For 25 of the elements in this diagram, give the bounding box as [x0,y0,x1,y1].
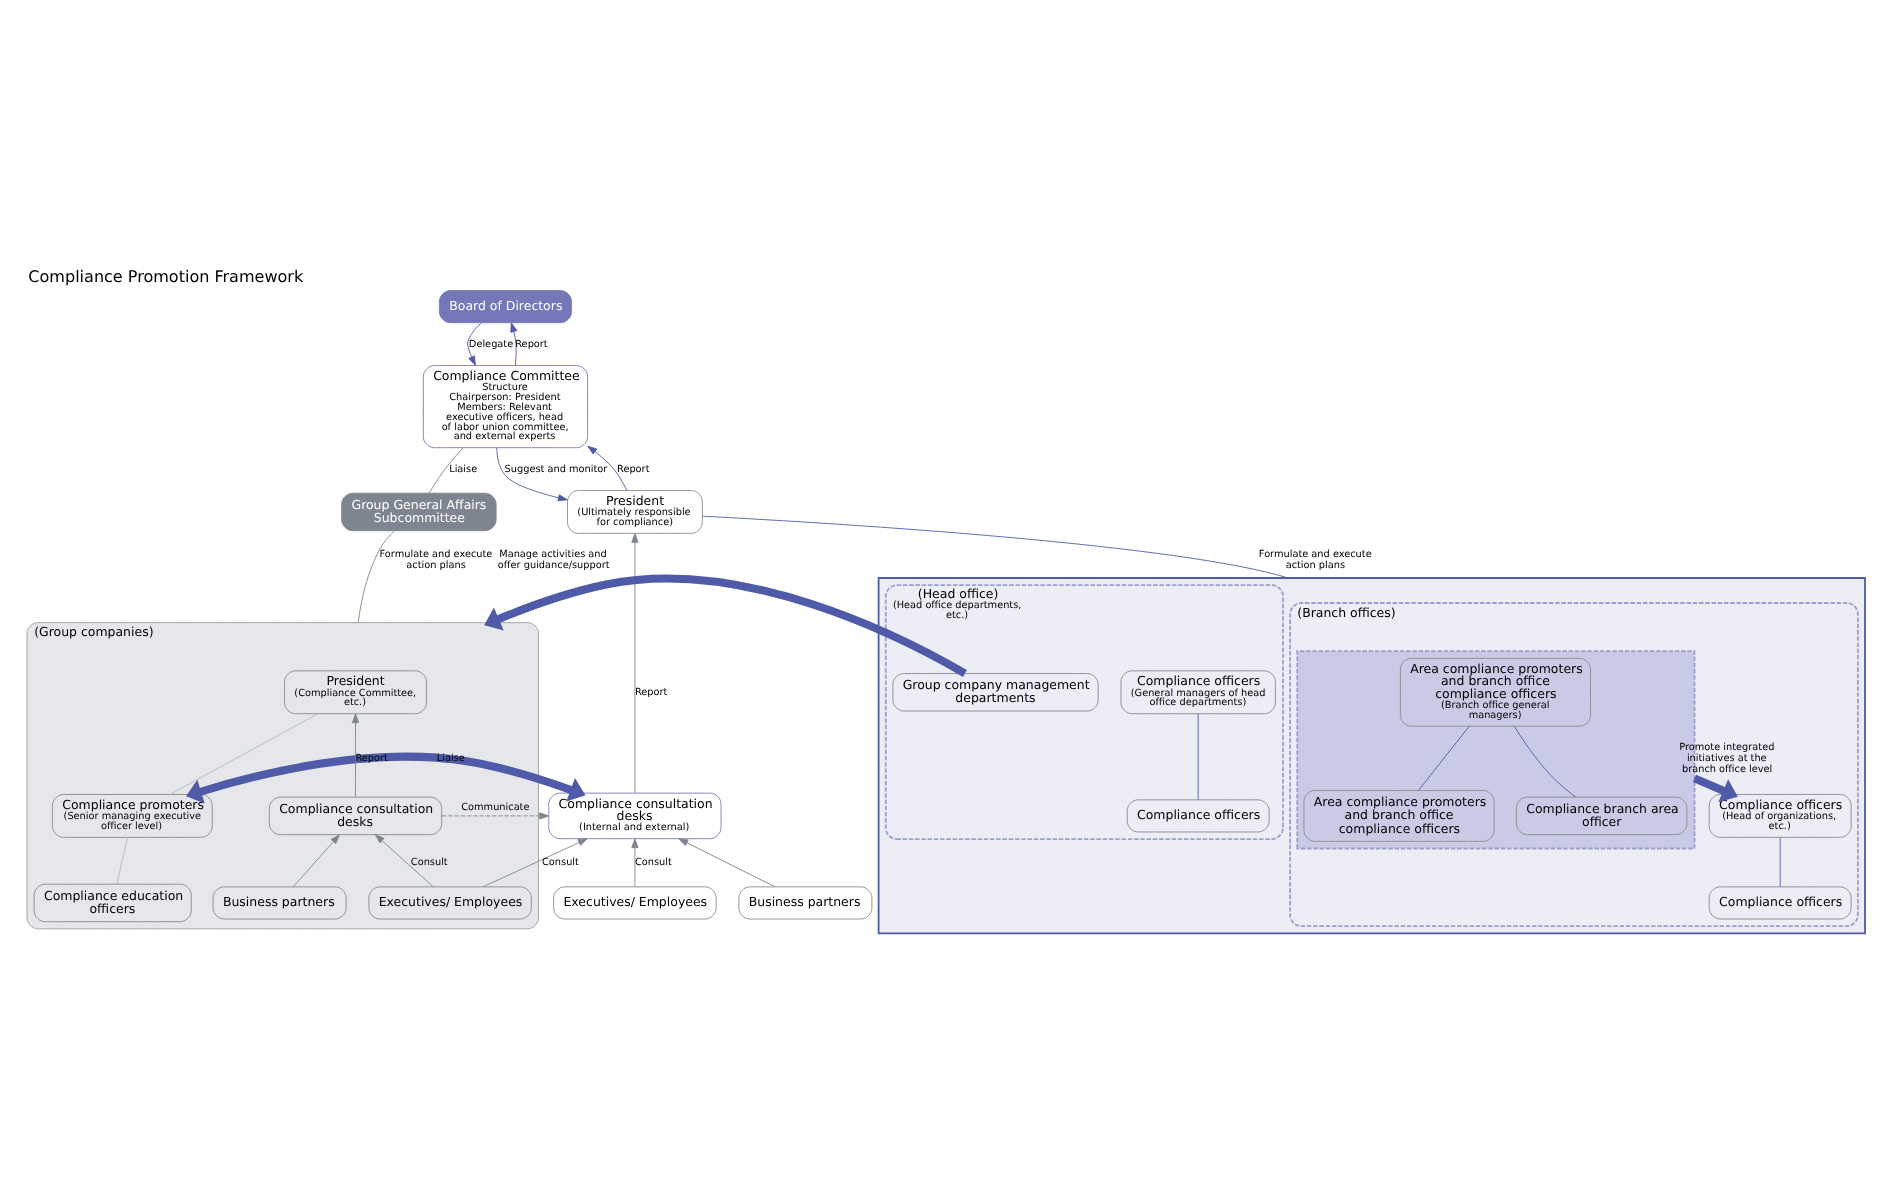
arrow [631,837,639,887]
arrow [374,833,434,887]
arrow [587,444,628,490]
connector [1197,712,1199,800]
arrow [484,573,967,676]
connector [1418,725,1470,790]
arrow [1692,773,1738,802]
connector [1779,836,1781,887]
cluster [877,576,1866,934]
connector [1514,725,1576,797]
arrow [510,321,518,365]
connector [116,836,128,884]
arrow [467,321,482,365]
arrow [631,531,639,793]
connector [701,514,1289,578]
arrow [496,446,568,501]
arrow [351,712,360,797]
arrow [482,837,588,887]
connector [357,529,395,623]
connector [428,446,464,493]
arrow [292,833,340,887]
arrow [678,837,776,887]
arrow [441,811,550,819]
connector [169,712,319,794]
arrow [185,751,586,803]
